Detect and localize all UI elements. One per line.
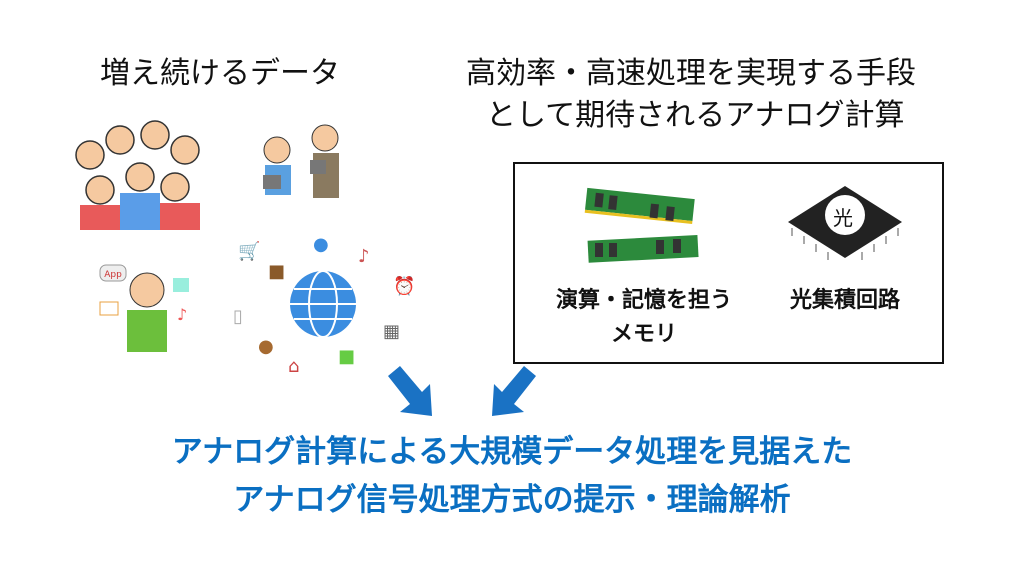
right-title-line2: として期待されるアナログ計算 bbox=[486, 98, 905, 133]
svg-text:■: ■ bbox=[268, 261, 285, 282]
optical-chip-icon bbox=[788, 186, 902, 260]
analog-computing-box: 演算・記憶を担う メモリ 光 光集積回路 bbox=[513, 162, 944, 364]
svg-text:▦: ▦ bbox=[383, 321, 400, 342]
arrow-down-right-icon bbox=[388, 366, 432, 416]
svg-text:♪: ♪ bbox=[177, 305, 187, 324]
memory-module-icon bbox=[584, 187, 699, 263]
svg-text:●: ● bbox=[313, 234, 329, 255]
conclusion-line2: アナログ信号処理方式の提示・理論解析 bbox=[233, 482, 791, 518]
smartphone-user-illustration: App ♪ bbox=[99, 264, 189, 352]
iot-globe-illustration: 🛒 ■ ● ♪ ⏰ ▦ ■ ⌂ ● ▯ bbox=[233, 234, 415, 377]
tablet-users-illustration bbox=[263, 124, 339, 198]
memory-label-line1: 演算・記憶を担う bbox=[555, 288, 732, 313]
conclusion-line1: アナログ計算による大規模データ処理を見据えた bbox=[171, 434, 853, 470]
svg-text:♪: ♪ bbox=[358, 246, 370, 267]
app-badge-text: App bbox=[104, 270, 122, 280]
right-title-line1: 高効率・高速処理を実現する手段 bbox=[466, 56, 916, 91]
svg-text:⏰: ⏰ bbox=[393, 275, 415, 297]
svg-text:▯: ▯ bbox=[233, 306, 243, 327]
chip-glyph: 光 bbox=[833, 206, 853, 230]
arrow-down-left-icon bbox=[492, 366, 536, 416]
svg-text:■: ■ bbox=[338, 346, 355, 367]
arrows bbox=[388, 366, 536, 416]
memory-label-line2: メモリ bbox=[610, 322, 677, 347]
svg-text:●: ● bbox=[258, 336, 274, 357]
chip-label: 光集積回路 bbox=[789, 288, 900, 313]
left-title: 増え続けるデータ bbox=[100, 56, 340, 91]
svg-text:🛒: 🛒 bbox=[238, 240, 260, 262]
svg-text:⌂: ⌂ bbox=[288, 356, 299, 377]
crowd-illustration bbox=[75, 120, 200, 230]
